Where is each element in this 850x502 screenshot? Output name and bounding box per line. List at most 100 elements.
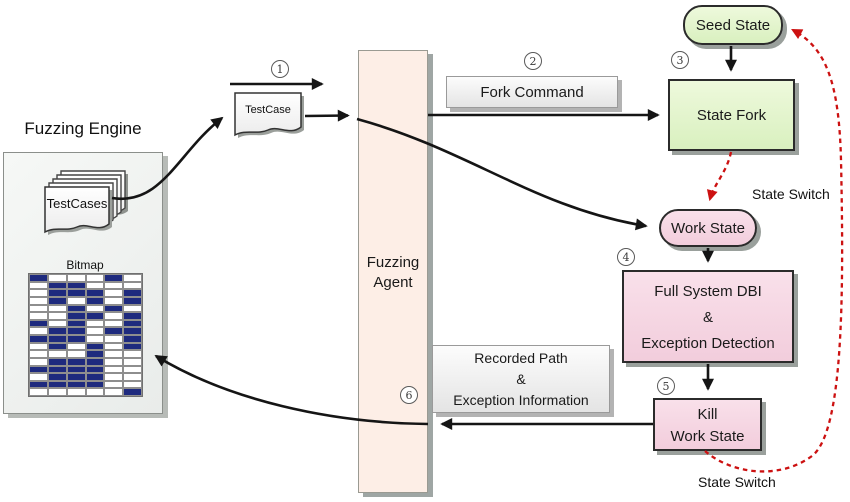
bitmap-cell: [123, 296, 142, 305]
step-5-badge: 5: [657, 377, 675, 395]
step-6-badge: 6: [400, 386, 418, 404]
arrow-testcase-to-agent: [304, 109, 350, 122]
bitmap-cell: [85, 373, 105, 381]
bitmap-cell: [47, 312, 67, 320]
bitmap-cell: [29, 296, 48, 305]
state-switch-label-top: State Switch: [752, 186, 830, 202]
fuzzing-engine-title: Fuzzing Engine: [24, 119, 142, 138]
bitmap-cell: [123, 357, 142, 366]
bitmap-cell: [123, 388, 142, 396]
bitmap-cell: [104, 296, 124, 305]
bitmap-cell: [85, 312, 105, 320]
bitmap-cell: [104, 304, 124, 313]
bitmap-cell: [123, 373, 142, 381]
bitmap-cell: [85, 350, 105, 358]
bitmap-cell: [85, 319, 105, 328]
bitmap-cell: [66, 350, 86, 358]
bitmap-cell: [29, 327, 48, 335]
bitmap-cell: [47, 281, 67, 290]
bitmap-cell: [29, 281, 48, 290]
bitmap-cell: [29, 335, 48, 343]
bitmap-cell: [47, 319, 67, 328]
bitmap-cell: [66, 388, 86, 396]
bitmap-cell: [47, 327, 67, 335]
bitmap-cell: [47, 357, 67, 366]
bitmap-cell: [66, 289, 86, 297]
bitmap-grid: [28, 273, 143, 397]
bitmap-cell: [85, 289, 105, 297]
full-system-dbi-line3: Exception Detection: [641, 335, 775, 352]
bitmap-cell: [123, 342, 142, 351]
bitmap-cell: [66, 312, 86, 320]
bitmap-cell: [85, 281, 105, 290]
work-state-node: Work State: [659, 209, 757, 247]
kill-work-state-node: Kill Work State: [653, 398, 762, 451]
bitmap-cell: [29, 274, 48, 282]
bitmap-cell: [29, 380, 48, 389]
bitmap-cell: [47, 342, 67, 351]
bitmap-cell: [123, 274, 142, 282]
testcases-stack: TestCases: [44, 168, 136, 240]
bitmap-cell: [66, 335, 86, 343]
bitmap-cell: [29, 388, 48, 396]
bitmap-cell: [85, 327, 105, 335]
bitmap-cell: [47, 335, 67, 343]
bitmap-cell: [66, 274, 86, 282]
full-system-dbi-node: Full System DBI & Exception Detection: [622, 270, 794, 363]
bitmap-cell: [29, 289, 48, 297]
bitmap-cell: [104, 357, 124, 366]
bitmap-cell: [85, 365, 105, 374]
bitmap-cell: [123, 289, 142, 297]
fork-command-box: Fork Command: [446, 76, 618, 108]
testcase-doc: TestCase: [234, 92, 308, 144]
full-system-dbi-line1: Full System DBI: [654, 283, 762, 300]
bitmap-cell: [47, 365, 67, 374]
bitmap-cell: [104, 319, 124, 328]
bitmap-cell: [29, 342, 48, 351]
bitmap-cell: [104, 312, 124, 320]
bitmap-cell: [66, 357, 86, 366]
bitmap-cell: [66, 304, 86, 313]
bitmap-cell: [123, 380, 142, 389]
bitmap-cell: [47, 274, 67, 282]
state-switch-label-bottom: State Switch: [698, 474, 776, 490]
bitmap-cell: [29, 365, 48, 374]
bitmap-cell: [66, 380, 86, 389]
bitmap-cell: [104, 373, 124, 381]
kill-work-state-line2: Work State: [670, 428, 745, 445]
bitmap-cell: [29, 373, 48, 381]
step-1-badge: 1: [271, 60, 289, 78]
bitmap-cell: [123, 350, 142, 358]
bitmap-cell: [104, 380, 124, 389]
bitmap-cell: [29, 312, 48, 320]
kill-work-state-line1: Kill: [697, 406, 718, 423]
bitmap-cell: [66, 342, 86, 351]
bitmap-cell: [123, 281, 142, 290]
bitmap-cell: [66, 319, 86, 328]
bitmap-cell: [85, 380, 105, 389]
bitmap-cell: [85, 388, 105, 396]
full-system-dbi-line2: &: [702, 309, 713, 326]
bitmap-cell: [104, 281, 124, 290]
bitmap-cell: [123, 304, 142, 313]
testcase-doc-icon: [234, 92, 304, 138]
bitmap-cell: [66, 327, 86, 335]
bitmap-cell: [29, 304, 48, 313]
bitmap-cell: [123, 319, 142, 328]
bitmap-cell: [47, 388, 67, 396]
bitmap-cell: [123, 365, 142, 374]
bitmap-cell: [104, 289, 124, 297]
recorded-path-line3: Exception Information: [453, 392, 589, 408]
state-fork-node: State Fork: [668, 79, 795, 151]
step-3-badge: 3: [671, 51, 689, 69]
testcases-stack-label: TestCases: [46, 196, 108, 211]
recorded-path-box: Recorded Path & Exception Information: [432, 345, 610, 413]
bitmap-cell: [104, 335, 124, 343]
testcase-doc-label: TestCase: [245, 104, 291, 116]
bitmap-cell: [29, 319, 48, 328]
bitmap-cell: [123, 312, 142, 320]
seed-state-node: Seed State: [683, 5, 783, 45]
bitmap-cell: [47, 350, 67, 358]
recorded-path-line2: &: [516, 371, 526, 387]
